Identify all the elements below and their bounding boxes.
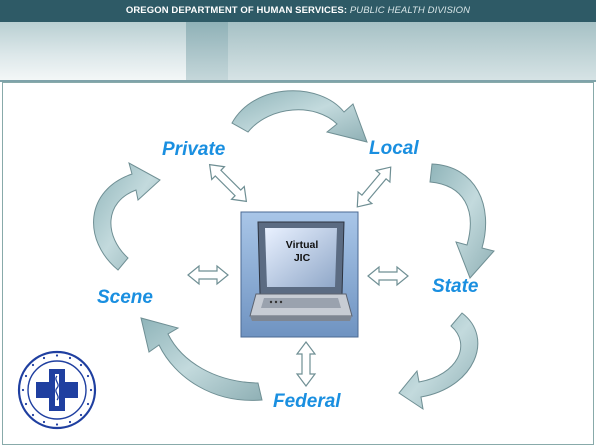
node-label-local: Local [369,138,419,159]
laptop-icon [240,211,359,338]
curved-arrow-icon [231,90,368,143]
header-divider [0,80,596,82]
curved-arrow-icon [140,317,263,401]
seal-icon [17,350,97,430]
curved-arrow-icon [429,163,495,279]
header-division-text: PUBLIC HEALTH DIVISION [349,5,471,16]
node-label-private: Private [162,139,226,160]
node-label-scene: Scene [97,287,153,308]
curved-arrow-icon [398,312,479,411]
node-label-federal: Federal [273,391,341,412]
header-org-text: OREGON DEPARTMENT OF HUMAN SERVICES: [125,5,348,16]
header-band-dark [186,22,228,80]
double-arrow-icon [356,166,392,208]
node-label-state: State [432,276,479,297]
double-arrow-icon [367,265,409,287]
header-bar: OREGON DEPARTMENT OF HUMAN SERVICES: PUB… [0,0,596,22]
header-band-mid [228,22,596,80]
double-arrow-icon [187,264,229,286]
double-arrow-icon [295,341,317,387]
curved-arrow-icon [93,161,161,271]
header-title: OREGON DEPARTMENT OF HUMAN SERVICES: PUB… [0,0,596,22]
center-label-line2: JIC [294,252,311,264]
double-arrow-icon [208,163,248,203]
content-frame [2,82,594,445]
center-label-line1: Virtual [286,239,319,251]
